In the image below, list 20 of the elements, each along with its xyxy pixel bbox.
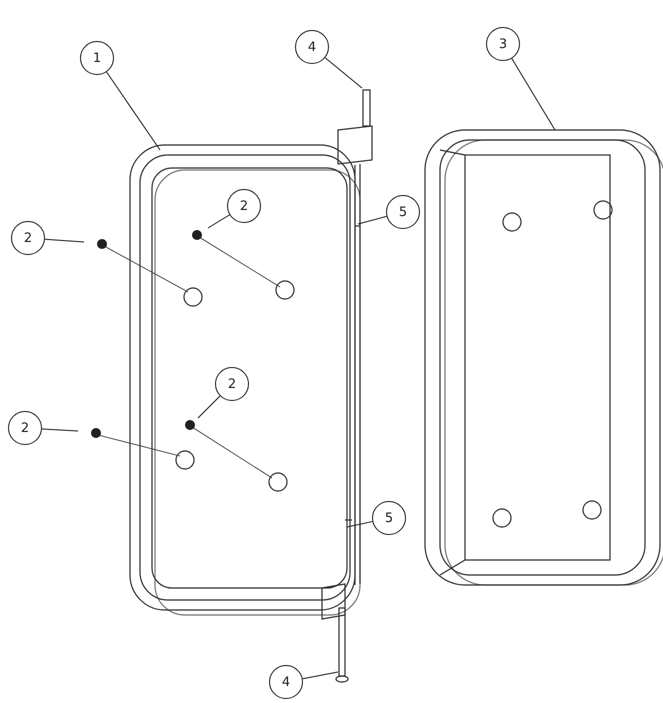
leader-line [302,672,338,680]
callout-number: 4 [295,30,329,64]
leader-line [41,428,78,432]
leader-line [106,72,160,150]
callout-number: 4 [269,665,303,699]
callout-number: 1 [80,41,114,75]
callout-number: 2 [215,367,249,401]
leader-line [208,214,230,228]
callout-number: 2 [11,221,45,255]
callout-number: 2 [227,189,261,223]
leader-line [346,521,373,528]
callout-number: 5 [372,501,406,535]
leader-line [324,57,362,88]
callout-number: 2 [8,411,42,445]
callout-number: 5 [386,195,420,229]
leader-line [358,216,388,224]
callout-number: 3 [486,27,520,61]
leader-line [44,238,84,242]
leader-line [198,396,220,418]
leader-line [511,58,556,130]
